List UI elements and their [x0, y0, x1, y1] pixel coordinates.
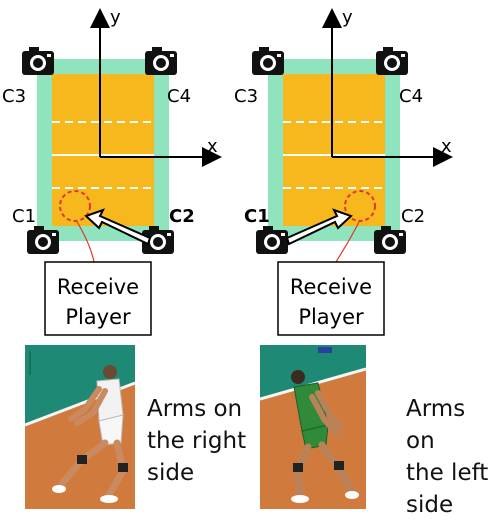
camera-label-c3: C3	[2, 86, 26, 107]
receive-player-box	[44, 261, 152, 336]
camera-direction-arrow	[285, 208, 353, 246]
receive-player-label-line2: Player	[298, 305, 364, 329]
caption-line: Arms on	[406, 396, 466, 454]
camera-label-c2: C2	[169, 206, 195, 227]
camera-direction-arrow	[84, 208, 152, 246]
receive-player-label-line2: Player	[65, 305, 131, 329]
x-axis-label: x	[207, 136, 218, 157]
camera-label-c1: C1	[12, 206, 36, 227]
court-inner	[52, 74, 154, 226]
camera-setup-diagram: y x C3 C4 C1 C2 Receive Player y x	[2, 7, 453, 336]
caption-line: the left	[406, 460, 489, 486]
camera-icon	[145, 47, 177, 75]
camera-icon	[376, 47, 408, 75]
camera-icon	[256, 226, 288, 254]
player-photo-right-arms	[25, 345, 135, 509]
receive-leader-line	[335, 219, 361, 263]
x-axis-label: x	[441, 136, 452, 157]
caption-line: the right	[147, 428, 247, 454]
camera-label-c4: C4	[399, 86, 423, 107]
receive-leader-line	[75, 219, 95, 263]
camera-icon	[252, 47, 284, 75]
photo-caption-left: Arms on the left side	[406, 393, 499, 521]
receive-player-label-line1: Receive	[57, 275, 139, 299]
right-panel: y x C3 C4 C1 C2 Receive Player	[234, 7, 453, 336]
receive-zone-marker	[59, 190, 91, 222]
court-inner	[283, 74, 385, 226]
caption-line: side	[147, 460, 195, 486]
camera-icon	[27, 226, 59, 254]
caption-line: side	[406, 492, 454, 518]
camera-label-c3: C3	[234, 86, 258, 107]
camera-icon	[22, 47, 54, 75]
caption-line: Arms on	[147, 396, 243, 422]
y-axis-label: y	[342, 7, 353, 28]
left-panel: y x C3 C4 C1 C2 Receive Player	[2, 7, 222, 336]
camera-label-c1: C1	[244, 206, 270, 227]
photo-caption-right: Arms on the right side	[147, 393, 246, 489]
camera-label-c2: C2	[401, 206, 425, 227]
receive-player-box	[277, 261, 385, 336]
receive-player-label-line1: Receive	[290, 275, 372, 299]
camera-label-c4: C4	[167, 86, 191, 107]
player-photo-left-arms	[260, 345, 366, 509]
y-axis-label: y	[110, 7, 121, 28]
camera-icon	[374, 226, 406, 254]
